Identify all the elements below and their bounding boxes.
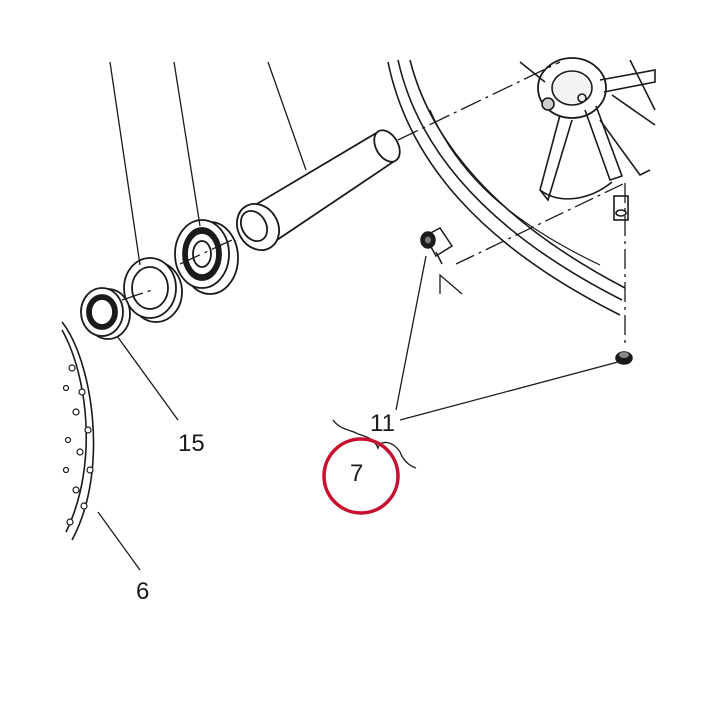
valve-fitting — [420, 227, 454, 265]
leader-lines — [97, 61, 619, 571]
highlight-circle — [322, 437, 400, 515]
callout-label-6: 6 — [136, 578, 150, 605]
center-axis-line — [121, 61, 561, 301]
callout-label-11: 11 — [370, 410, 395, 437]
callout-label-15: 15 — [178, 430, 205, 457]
valve-cap — [615, 351, 633, 365]
callout-label-7: 7 — [350, 460, 364, 487]
valve-bracket — [439, 273, 463, 295]
group-brace — [332, 419, 417, 469]
valve-axis-lines — [455, 182, 626, 345]
bearing — [174, 219, 239, 295]
spacer-tube — [236, 129, 401, 251]
wheel-rim — [387, 57, 656, 316]
small-seal — [80, 287, 131, 340]
seal-ring — [123, 257, 183, 323]
brake-disc — [61, 321, 95, 541]
